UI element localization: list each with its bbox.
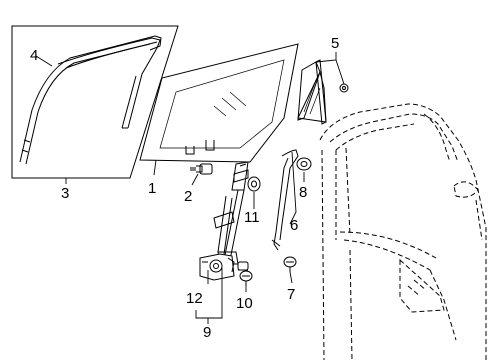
part-4-run-channel-strip (19, 35, 162, 165)
callout-12: 12 (186, 290, 203, 307)
part-3-inner-channel (57, 37, 161, 129)
callout-11: 11 (244, 209, 260, 226)
callout-9: 9 (203, 324, 211, 341)
rear-door-outline (319, 103, 487, 360)
callout-5: 5 (331, 35, 339, 52)
callout-4: 4 (30, 47, 38, 64)
run-channel-group-box (11, 25, 179, 179)
callout-2: 2 (184, 188, 192, 205)
part-10-bolt (239, 270, 253, 286)
callout-7: 7 (287, 286, 295, 303)
part-1-door-glass (139, 43, 299, 163)
callout-1: 1 (148, 180, 156, 197)
callout-3: 3 (61, 185, 69, 202)
callout-8: 8 (299, 184, 307, 201)
part-8-nut (296, 157, 312, 171)
callout-10: 10 (236, 295, 253, 312)
part-12-regulator-motor (199, 253, 249, 281)
part-11-nut (247, 176, 261, 192)
part-7-bolt (283, 256, 297, 272)
callout-6: 6 (290, 217, 298, 234)
leader-lines (35, 52, 345, 324)
part-2-bolt (190, 163, 213, 175)
part-5-quarter-glass (297, 59, 327, 125)
part-5-clip (339, 83, 349, 93)
part-6-rear-channel (271, 149, 299, 251)
